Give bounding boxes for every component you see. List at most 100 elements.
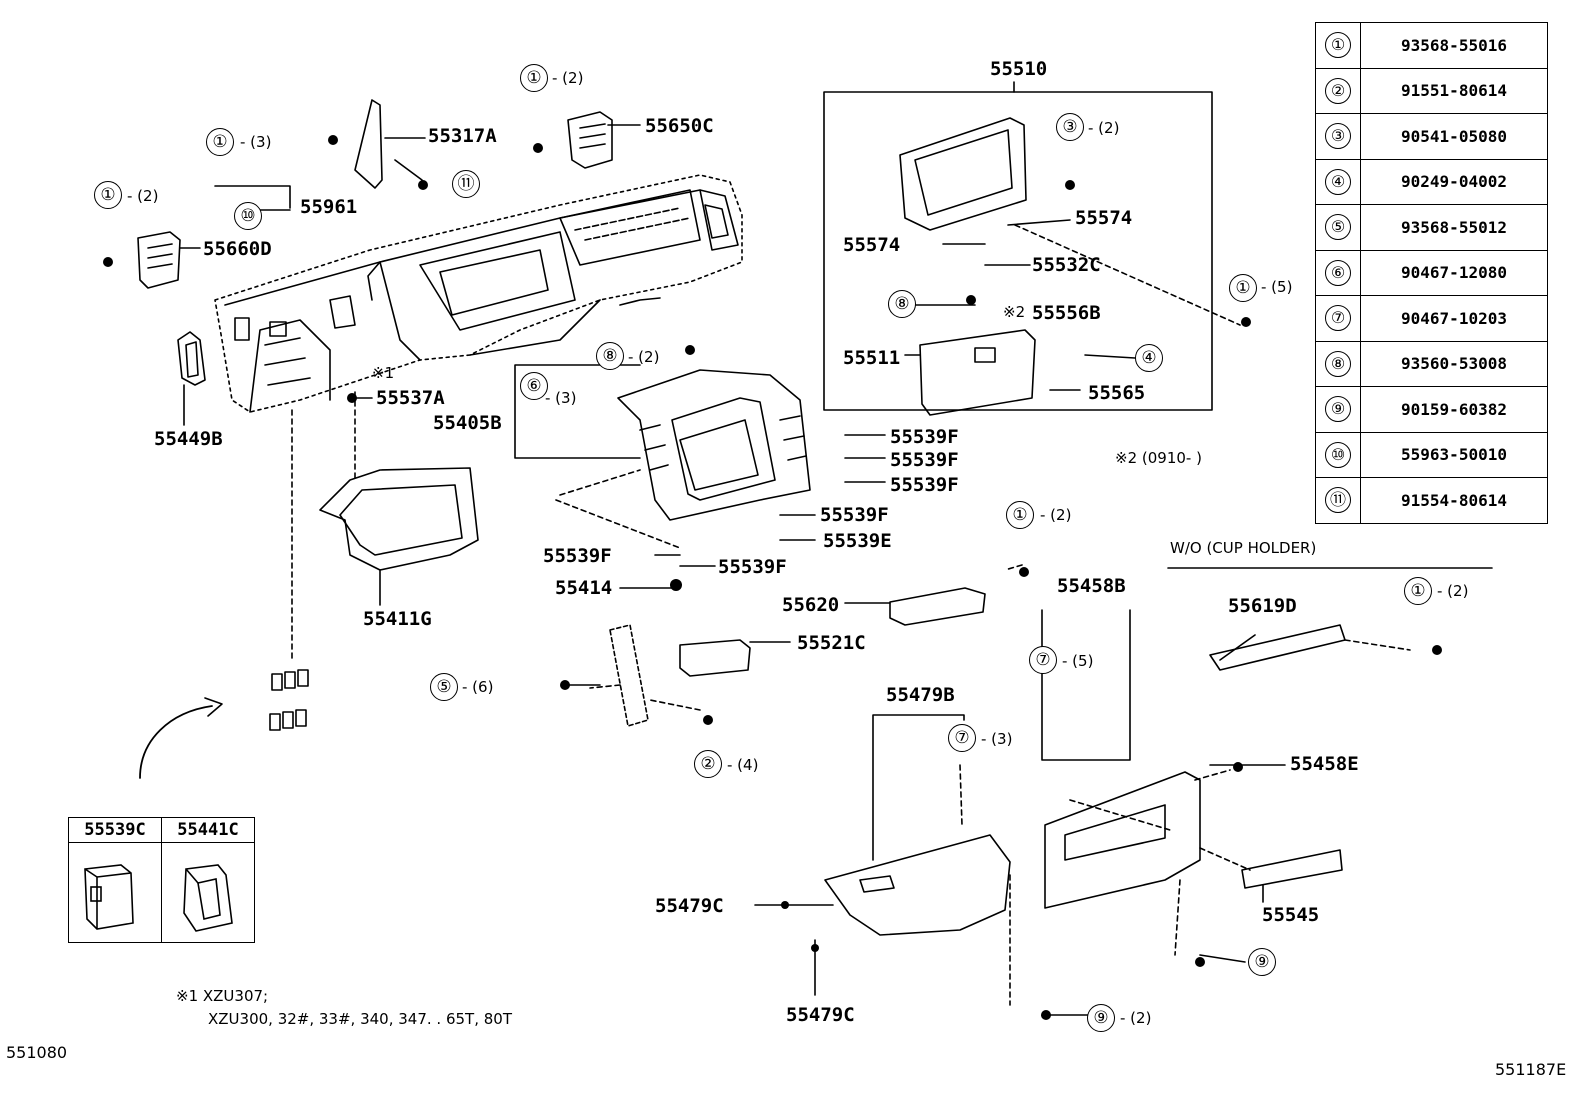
ref-row: ④ 90249-04002 [1315, 158, 1548, 205]
callout-9-qty: - (2) [1120, 1009, 1152, 1027]
cluster-55405B-drawing [617, 369, 811, 521]
ref-part: 55963-50010 [1360, 431, 1548, 478]
note-2-date: ※2 (0910- ) [1115, 449, 1202, 467]
ref-num: ③ [1325, 123, 1351, 150]
ref-part: 93568-55012 [1360, 204, 1548, 251]
instrument-panel-drawing [214, 174, 743, 413]
ref-num: ⑪ [1325, 487, 1351, 514]
label-55511: 55511 [843, 347, 901, 369]
ref-num: ① [1325, 32, 1351, 59]
inset-switch-55539C-picture [68, 842, 162, 943]
figure-number-left: 551080 [6, 1043, 68, 1062]
callout-6-qty: - (3) [545, 389, 577, 407]
figure-number-right: 551187E [1495, 1060, 1567, 1079]
callout-1: ① [1229, 274, 1257, 302]
ref-num: ⑧ [1325, 350, 1351, 377]
ref-row: ⑨ 90159-60382 [1315, 386, 1548, 433]
callout-2-qty: - (4) [727, 756, 759, 774]
callout-4: ④ [1135, 344, 1163, 372]
callout-8: ⑧ [596, 342, 624, 370]
ref-num: ⑨ [1325, 396, 1351, 423]
ref-num: ⑤ [1325, 214, 1351, 241]
callout-7: ⑦ [948, 724, 976, 752]
callout-1-qty: - (2) [1437, 582, 1469, 600]
footnote-1-line-1: ※1 XZU307; [176, 987, 269, 1005]
callout-6: ⑥ [520, 372, 548, 400]
note-without-cup-holder: W/O (CUP HOLDER) [1170, 539, 1317, 557]
meter-hood-55411G-drawing [319, 467, 479, 571]
label-55650C: 55650C [645, 115, 714, 137]
callout-1: ① [1404, 577, 1432, 605]
inset-header-55539C: 55539C [68, 817, 162, 843]
ref-num: ⑩ [1325, 441, 1351, 468]
ref-num: ② [1325, 77, 1351, 104]
label-55539F-2: 55539F [890, 449, 959, 471]
label-55411G: 55411G [363, 608, 432, 630]
callout-1-qty: - (2) [552, 69, 584, 87]
ref-row: ② 91551-80614 [1315, 67, 1548, 114]
label-55539F-6: 55539F [718, 556, 787, 578]
label-55565: 55565 [1088, 382, 1146, 404]
label-55405B: 55405B [433, 412, 502, 434]
ref-part: 93560-53008 [1360, 340, 1548, 387]
inset-switch-55441C-picture [161, 842, 255, 943]
callout-1-qty: - (2) [127, 187, 159, 205]
label-55479C-lower: 55479C [786, 1004, 855, 1026]
callout-1-qty: - (3) [240, 133, 272, 151]
label-55537A: 55537A [376, 387, 445, 409]
label-55479C-upper: 55479C [655, 895, 724, 917]
ref-part: 90159-60382 [1360, 386, 1548, 433]
callout-3: ③ [1056, 113, 1084, 141]
label-55619D: 55619D [1228, 595, 1297, 617]
ref-part: 90541-05080 [1360, 113, 1548, 160]
callout-8: ⑧ [888, 290, 916, 318]
callout-7-qty: - (3) [981, 730, 1013, 748]
glovebox-group-frame [823, 91, 1213, 411]
label-55539F-1: 55539F [890, 426, 959, 448]
label-55539F-5: 55539F [543, 545, 612, 567]
label-55414: 55414 [555, 577, 613, 599]
label-55556B: 55556B [1032, 302, 1101, 324]
glovebox-lid-55511-drawing [919, 329, 1036, 416]
side-panel-55449B-drawing [177, 331, 206, 386]
lower-panel-55479B-drawing [824, 834, 1011, 936]
callout-7: ⑦ [1029, 646, 1057, 674]
inset-switch-table: 55539C 55441C [68, 817, 255, 943]
ref-part: 91551-80614 [1360, 67, 1548, 114]
callout-1: ① [520, 64, 548, 92]
label-55521C: 55521C [797, 632, 866, 654]
inset-header-55441C: 55441C [161, 817, 255, 843]
callout-7-qty: - (5) [1062, 652, 1094, 670]
glovebox-door-55510-drawing [899, 117, 1027, 231]
ref-part: 90467-12080 [1360, 249, 1548, 296]
label-55574-right: 55574 [1075, 207, 1133, 229]
note-mark-1: ※1 [372, 364, 395, 382]
callout-10: ⑩ [234, 202, 262, 230]
vent-55650C-drawing [567, 111, 613, 169]
ref-num: ④ [1325, 168, 1351, 195]
callout-5: ⑤ [430, 673, 458, 701]
pocket-55521C-drawing [679, 639, 751, 677]
vent-55660D-drawing [137, 231, 181, 289]
callout-1: ① [94, 181, 122, 209]
ref-part: 90467-10203 [1360, 295, 1548, 342]
label-55458B: 55458B [1057, 575, 1126, 597]
label-55510: 55510 [990, 58, 1048, 80]
label-55574-left: 55574 [843, 234, 901, 256]
label-55317A: 55317A [428, 125, 497, 147]
lower-panel-55458B-drawing [1044, 771, 1201, 909]
callout-8-qty: - (2) [628, 348, 660, 366]
label-55961: 55961 [300, 196, 358, 218]
ref-row: ⑩ 55963-50010 [1315, 431, 1548, 478]
ref-row: ③ 90541-05080 [1315, 113, 1548, 160]
label-55660D: 55660D [203, 238, 272, 260]
label-55539F-4: 55539F [820, 504, 889, 526]
callout-1: ① [1006, 501, 1034, 529]
ref-part: 90249-04002 [1360, 158, 1548, 205]
panel-55545-drawing [1241, 849, 1343, 889]
